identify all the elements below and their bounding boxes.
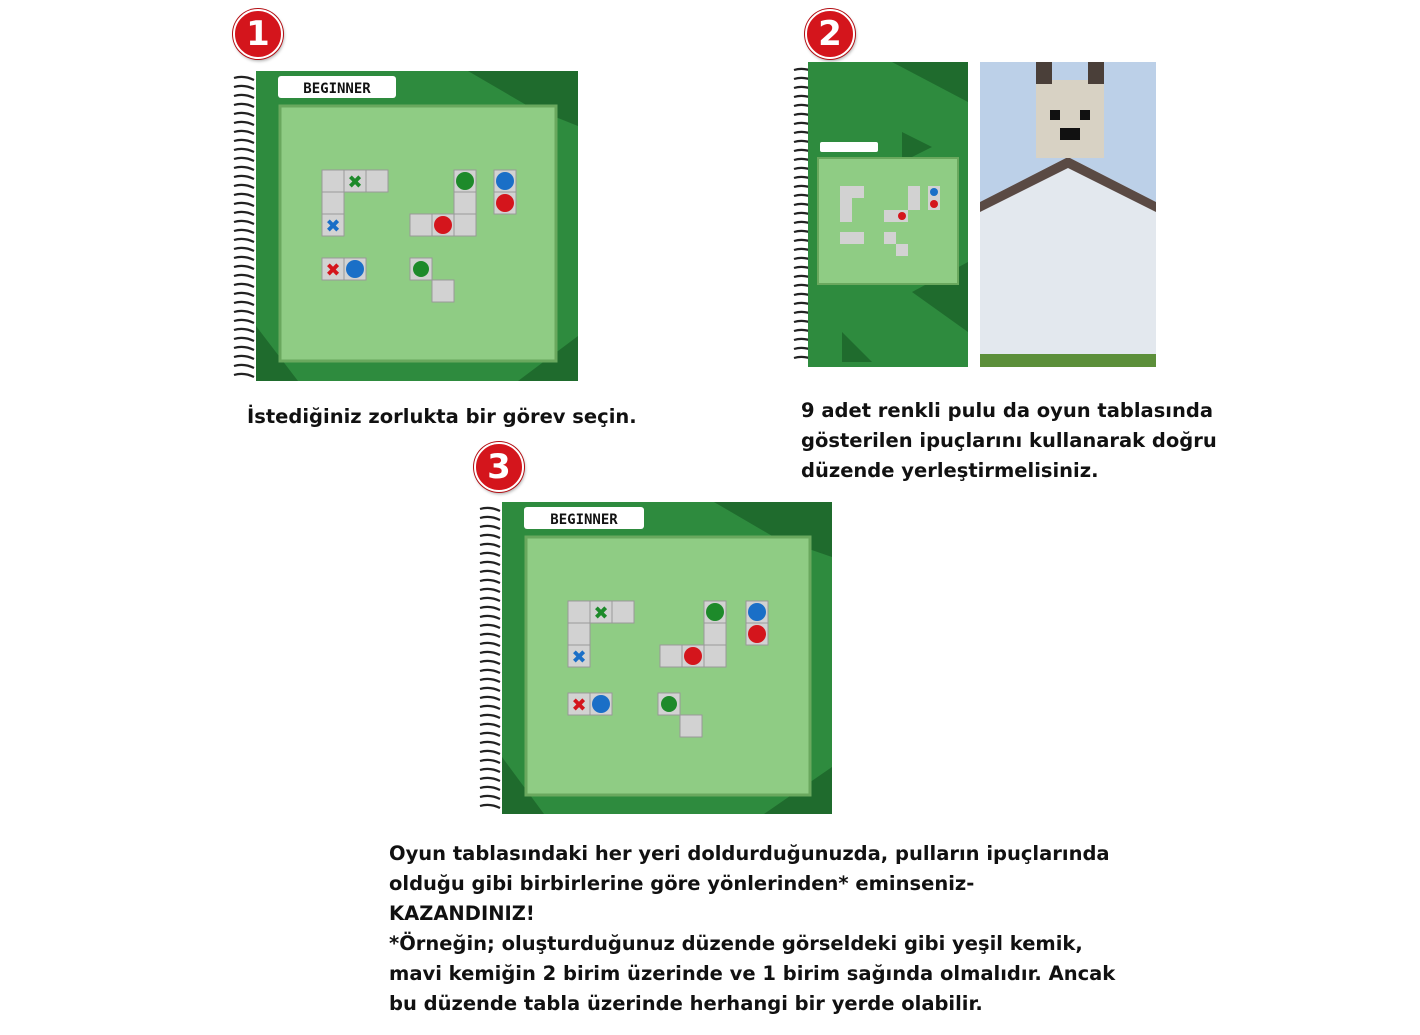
puzzle-book-solved-illustration: BEGINNER ✖ ✖ ✖: [479, 502, 832, 814]
spiral-binding: [479, 506, 501, 809]
red-dog-icon: [496, 194, 514, 212]
green-dog-icon: [706, 603, 724, 621]
blue-dog-icon: [748, 603, 766, 621]
puzzle-clue-tiles: ✖ ✖ ✖: [321, 169, 517, 303]
puzzle-book-illustration: BEGINNER ✖ ✖ ✖: [233, 71, 578, 381]
green-bone-icon: [661, 696, 677, 712]
step-3-puzzle-book: BEGINNER ✖ ✖ ✖: [474, 497, 844, 827]
green-dog-icon: [456, 172, 474, 190]
blue-dog-icon: [496, 172, 514, 190]
puzzle-clue-tiles: ✖ ✖ ✖: [567, 600, 769, 738]
step-1-caption: İstediğiniz zorlukta bir görev seçin.: [247, 405, 637, 428]
step-1-puzzle-book: BEGINNER ✖ ✖ ✖: [228, 66, 598, 396]
blue-bone-icon: ✖: [325, 216, 340, 237]
blue-dog-icon: [346, 260, 364, 278]
step-2-puzzle-book-open: [792, 62, 1172, 387]
blue-dog-icon: [592, 695, 610, 713]
blue-bone-icon: ✖: [571, 647, 586, 668]
green-bone-icon: ✖: [347, 172, 362, 193]
level-label: BEGINNER: [550, 512, 618, 528]
red-bone-icon: [684, 647, 702, 665]
red-dog-icon: [748, 625, 766, 643]
green-bone-icon: [413, 261, 429, 277]
step-2-badge: 2: [805, 9, 855, 59]
level-label: BEGINNER: [303, 81, 371, 97]
step-3-badge: 3: [474, 442, 524, 492]
open-book-illustration: [793, 62, 1156, 367]
spiral-binding: [233, 75, 255, 378]
green-bone-icon: ✖: [593, 603, 608, 624]
step-2-caption: 9 adet renkli pulu da oyun tablasında gö…: [801, 399, 1217, 482]
red-bone-icon: [434, 216, 452, 234]
step-1-badge: 1: [233, 9, 283, 59]
red-bone-icon: ✖: [571, 695, 586, 716]
step-3-caption: Oyun tablasındaki her yeri doldurduğunuz…: [389, 842, 1116, 1015]
red-bone-icon: ✖: [325, 260, 340, 281]
